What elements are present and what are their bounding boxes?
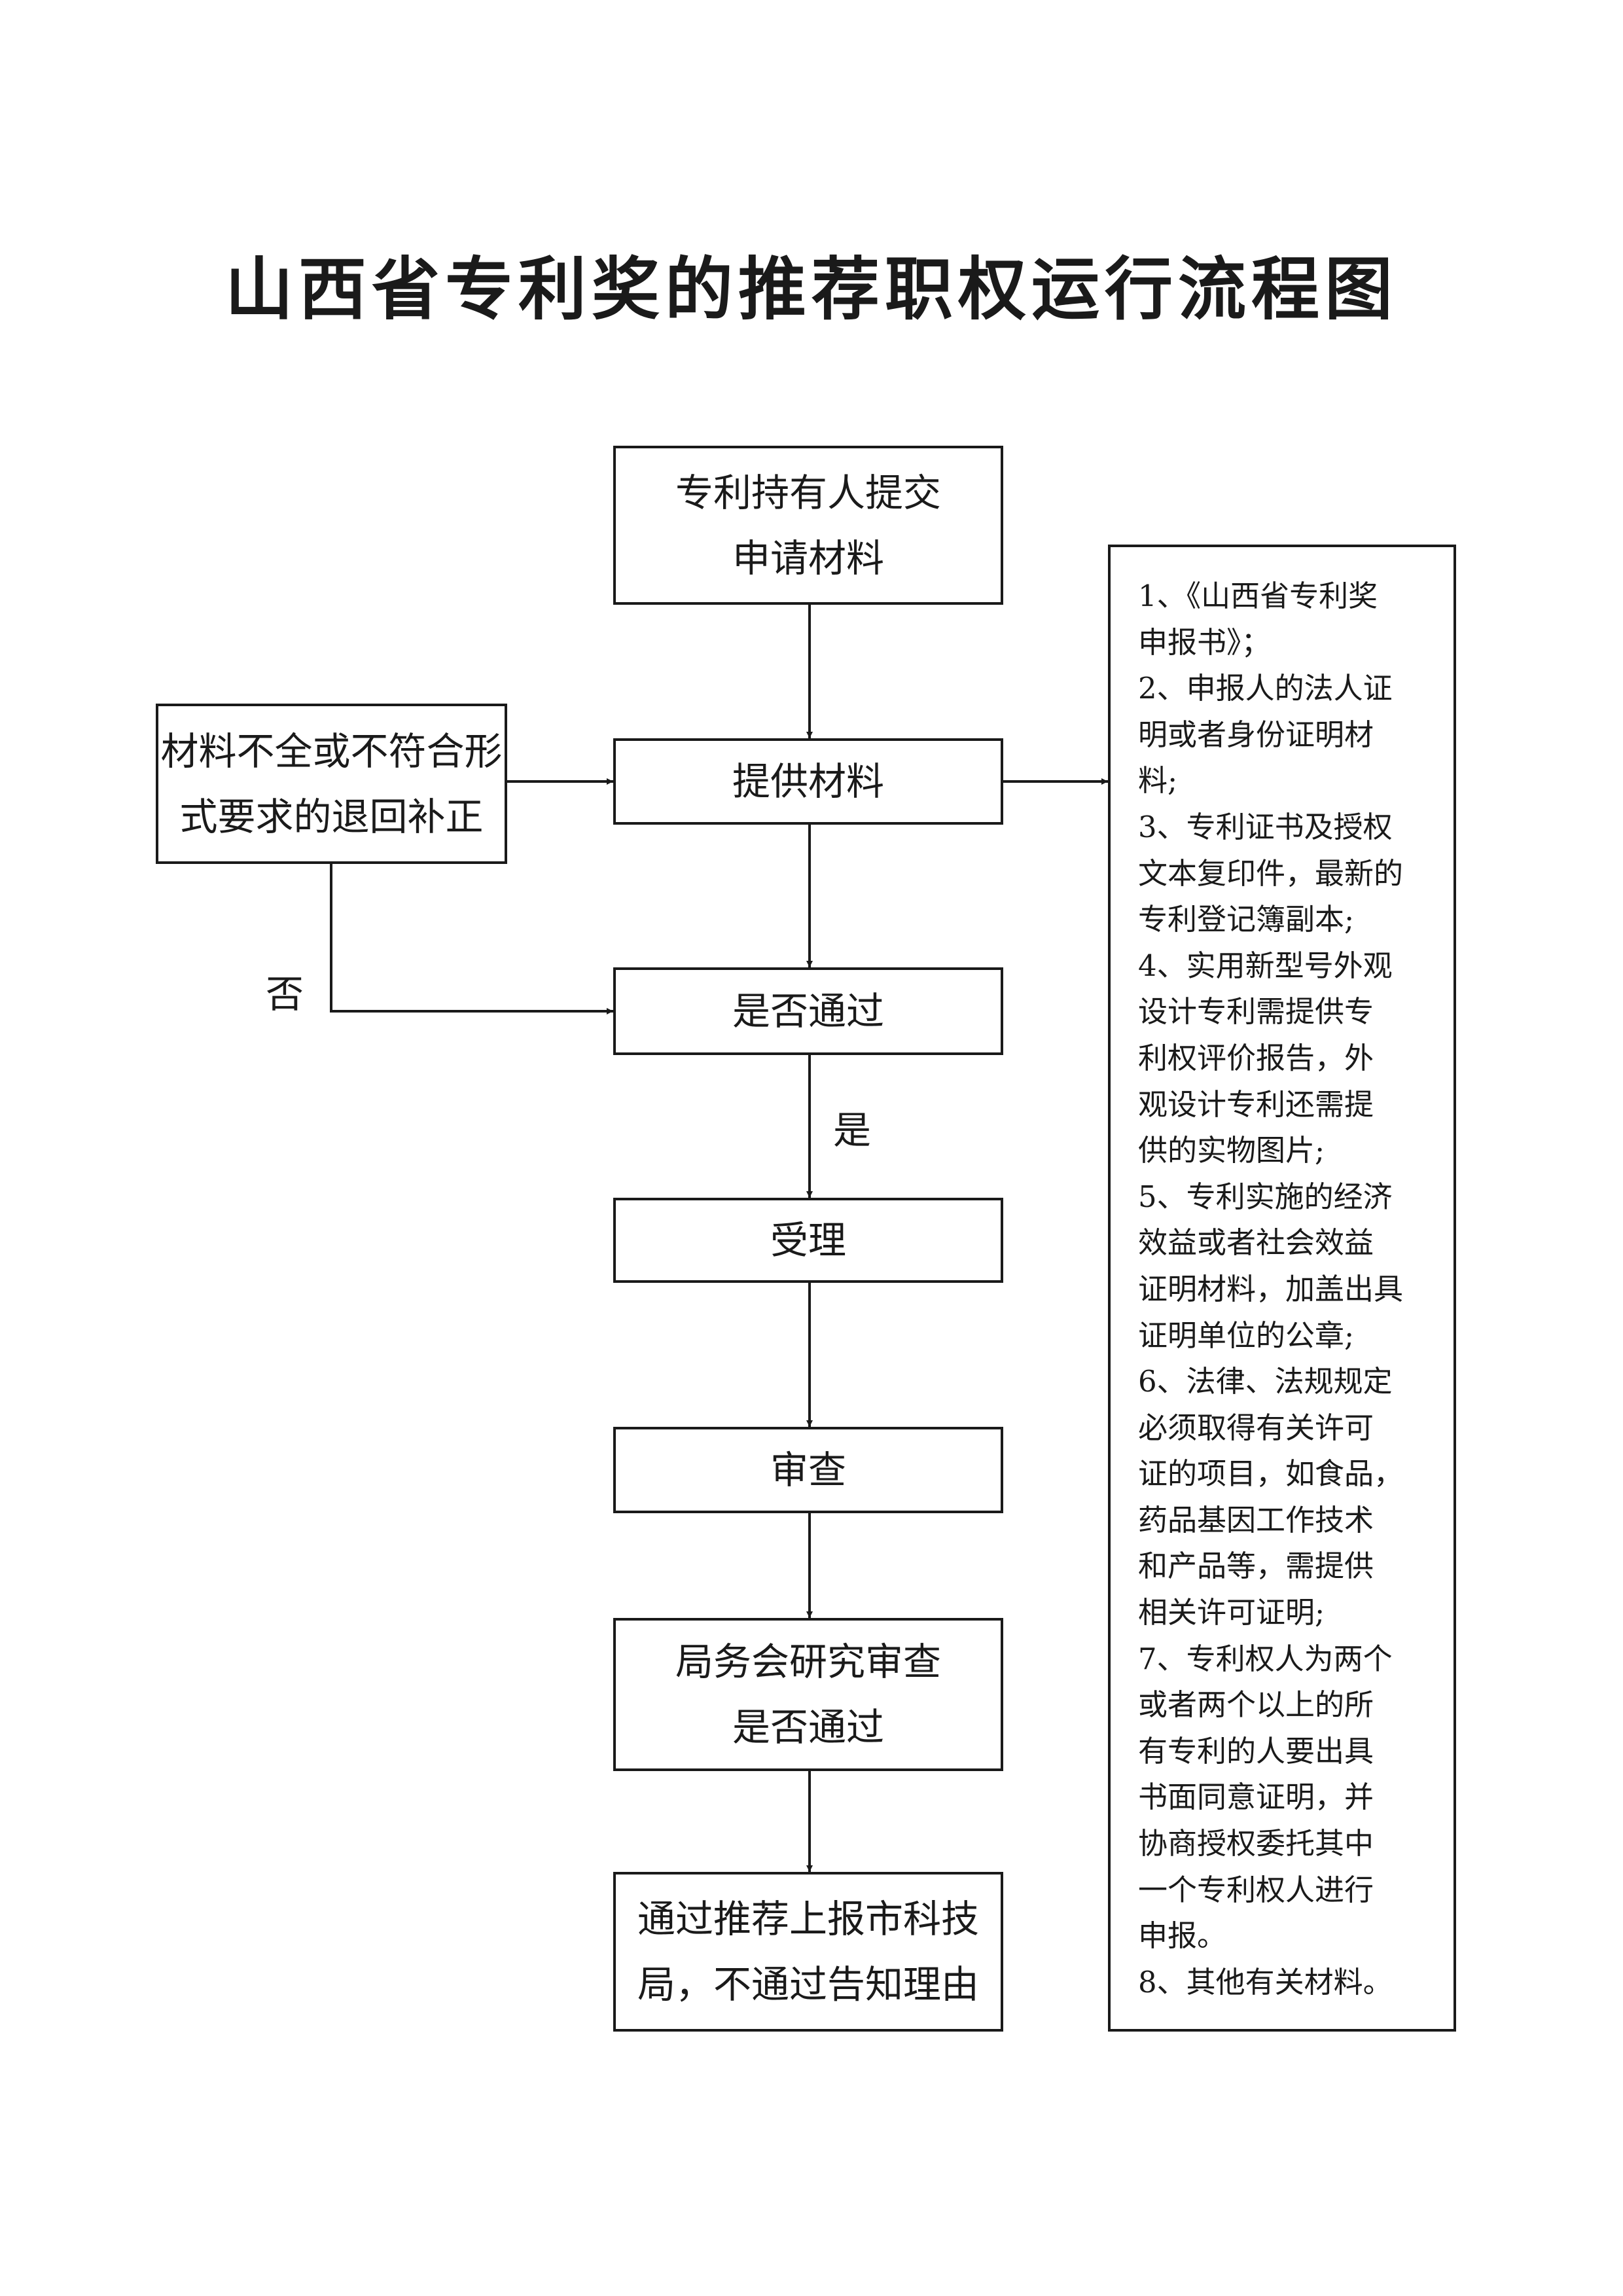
materials-line-23: 相关许可证明; (1138, 1595, 1325, 1630)
materials-line-31: 8、其他有关材料。 (1138, 1964, 1393, 2000)
materials-line-15: 效益或者社会效益 (1138, 1225, 1374, 1261)
materials-line-29: 一个专利权人进行 (1138, 1872, 1374, 1907)
materials-line-30: 申报。 (1138, 1918, 1227, 1954)
materials-line-5: 料; (1138, 763, 1178, 798)
yes-label: 是 (833, 1108, 872, 1153)
result-line-2: 局，不通过告知理由 (637, 1962, 979, 2007)
submit-application-box: 专利持有人提交 申请材料 (613, 446, 1003, 605)
materials-line-17: 证明单位的公章; (1138, 1318, 1355, 1353)
pass-check-label: 是否通过 (732, 989, 884, 1033)
materials-line-3: 2、申报人的法人证 (1138, 671, 1393, 706)
materials-line-8: 专利登记簿副本; (1138, 902, 1355, 937)
required-materials-box: 1、《山西省专利奖 申报书》； 2、申报人的法人证 明或者身份证明材 料; 3、… (1108, 545, 1456, 2032)
materials-line-16: 证明材料，加盖出具 (1138, 1271, 1404, 1306)
bureau-meeting-line-1: 局务会研究审查 (675, 1640, 941, 1684)
result-box: 通过推荐上报市科技 局，不通过告知理由 (613, 1872, 1003, 2032)
materials-line-27: 书面同意证明，并 (1138, 1780, 1374, 1815)
materials-line-22: 和产品等，需提供 (1138, 1549, 1374, 1584)
return-correction-box: 材料不全或不符合形 式要求的退回补正 (156, 704, 507, 864)
bureau-meeting-line-2: 是否通过 (732, 1705, 884, 1749)
materials-line-26: 有专利的人要出具 (1138, 1733, 1374, 1768)
materials-line-10: 设计专利需提供专 (1138, 994, 1374, 1030)
provide-materials-box: 提供材料 (613, 738, 1003, 825)
bureau-meeting-box: 局务会研究审查 是否通过 (613, 1618, 1003, 1771)
materials-line-24: 7、专利权人为两个 (1138, 1641, 1393, 1676)
materials-line-21: 药品基因工作技术 (1138, 1502, 1374, 1537)
return-correction-line-2: 式要求的退回补正 (179, 794, 484, 839)
materials-line-6: 3、专利证书及授权 (1138, 809, 1393, 844)
pass-check-box: 是否通过 (613, 967, 1003, 1055)
review-label: 审查 (770, 1448, 846, 1492)
materials-line-4: 明或者身份证明材 (1138, 717, 1374, 752)
materials-line-25: 或者两个以上的所 (1138, 1687, 1374, 1723)
no-label: 否 (266, 972, 304, 1016)
materials-line-28: 协商授权委托其中 (1138, 1826, 1374, 1861)
materials-line-12: 观设计专利还需提 (1138, 1086, 1374, 1122)
materials-line-7: 文本复印件，最新的 (1138, 855, 1404, 891)
return-correction-line-1: 材料不全或不符合形 (160, 728, 503, 774)
accept-box: 受理 (613, 1198, 1003, 1283)
materials-line-1: 1、《山西省专利奖 (1138, 579, 1378, 613)
materials-line-11: 利权评价报告，外 (1138, 1040, 1374, 1075)
provide-materials-label: 提供材料 (732, 759, 884, 804)
materials-line-19: 必须取得有关许可 (1138, 1410, 1374, 1445)
materials-line-2: 申报书》； (1138, 624, 1271, 660)
materials-line-20: 证的项目，如食品， (1138, 1456, 1404, 1492)
materials-line-18: 6、法律、法规规定 (1138, 1364, 1393, 1399)
materials-line-9: 4、实用新型号外观 (1138, 948, 1393, 983)
result-line-1: 通过推荐上报市科技 (637, 1897, 979, 1941)
arrow-return-to-check (330, 864, 613, 1014)
page-title: 山西省专利奖的推荐职权运行流程图 (224, 249, 1398, 329)
materials-line-13: 供的实物图片; (1138, 1133, 1325, 1168)
materials-line-14: 5、专利实施的经济 (1138, 1179, 1393, 1214)
review-box: 审查 (613, 1427, 1003, 1513)
submit-application-line-1: 专利持有人提交 (675, 470, 941, 515)
accept-label: 受理 (770, 1218, 846, 1263)
submit-application-line-2: 申请材料 (732, 535, 884, 581)
